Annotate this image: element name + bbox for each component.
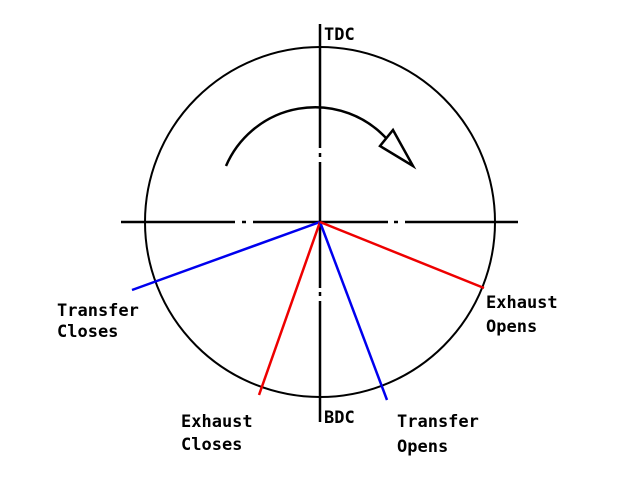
clockwise-arrow-icon (224, 105, 417, 170)
transfer-opens-label-line2: Opens (397, 437, 448, 457)
transfer-closes-label-line2: Closes (57, 322, 118, 342)
exhaust-opens-label-line2: Opens (486, 317, 537, 337)
transfer-opens-line (318, 221, 389, 401)
transfer-closes-label-line1: Transfer (57, 301, 139, 321)
transfer-closes-line (131, 220, 321, 292)
exhaust-opens-line (319, 220, 485, 290)
exhaust-closes-label-line1: Exhaust (181, 412, 253, 432)
exhaust-closes-line (257, 221, 322, 396)
transfer-opens-label-line1: Transfer (397, 412, 479, 432)
bdc-label: BDC (324, 408, 355, 428)
tdc-label: TDC (324, 25, 355, 45)
exhaust-opens-label-line1: Exhaust (486, 293, 558, 313)
exhaust-closes-label-line2: Closes (181, 435, 242, 455)
